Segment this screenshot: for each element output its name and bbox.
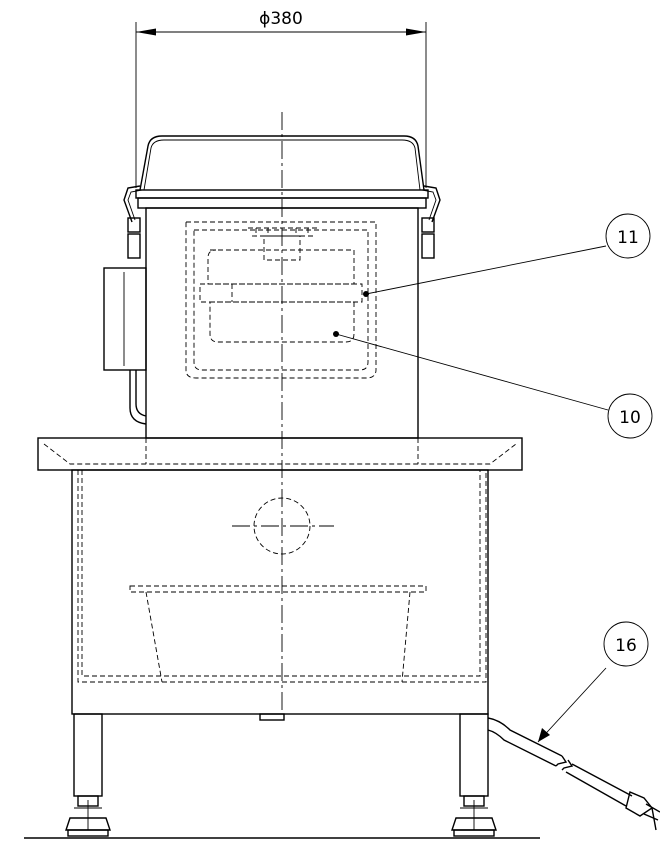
dimension-label: ϕ380 (259, 9, 303, 29)
balloon-16-label: 16 (615, 636, 637, 656)
balloon-11-label: 11 (617, 228, 639, 248)
left-clamp (123, 185, 143, 259)
control-box (103, 267, 147, 425)
leader-16 (537, 667, 607, 743)
balloon-16: 16 (603, 621, 649, 667)
right-leg (451, 713, 497, 837)
table-top (37, 437, 523, 471)
power-cord (487, 717, 660, 831)
balloon-11: 11 (605, 213, 651, 259)
diameter-dimension: ϕ380 (135, 9, 427, 188)
leader-10 (333, 331, 609, 411)
internal-mechanism (185, 221, 377, 379)
balloon-10-label: 10 (619, 408, 641, 428)
cabinet (71, 469, 489, 721)
right-clamp (421, 185, 441, 259)
balloon-10: 10 (607, 393, 653, 439)
leader-11 (363, 245, 607, 297)
left-leg (65, 713, 111, 837)
